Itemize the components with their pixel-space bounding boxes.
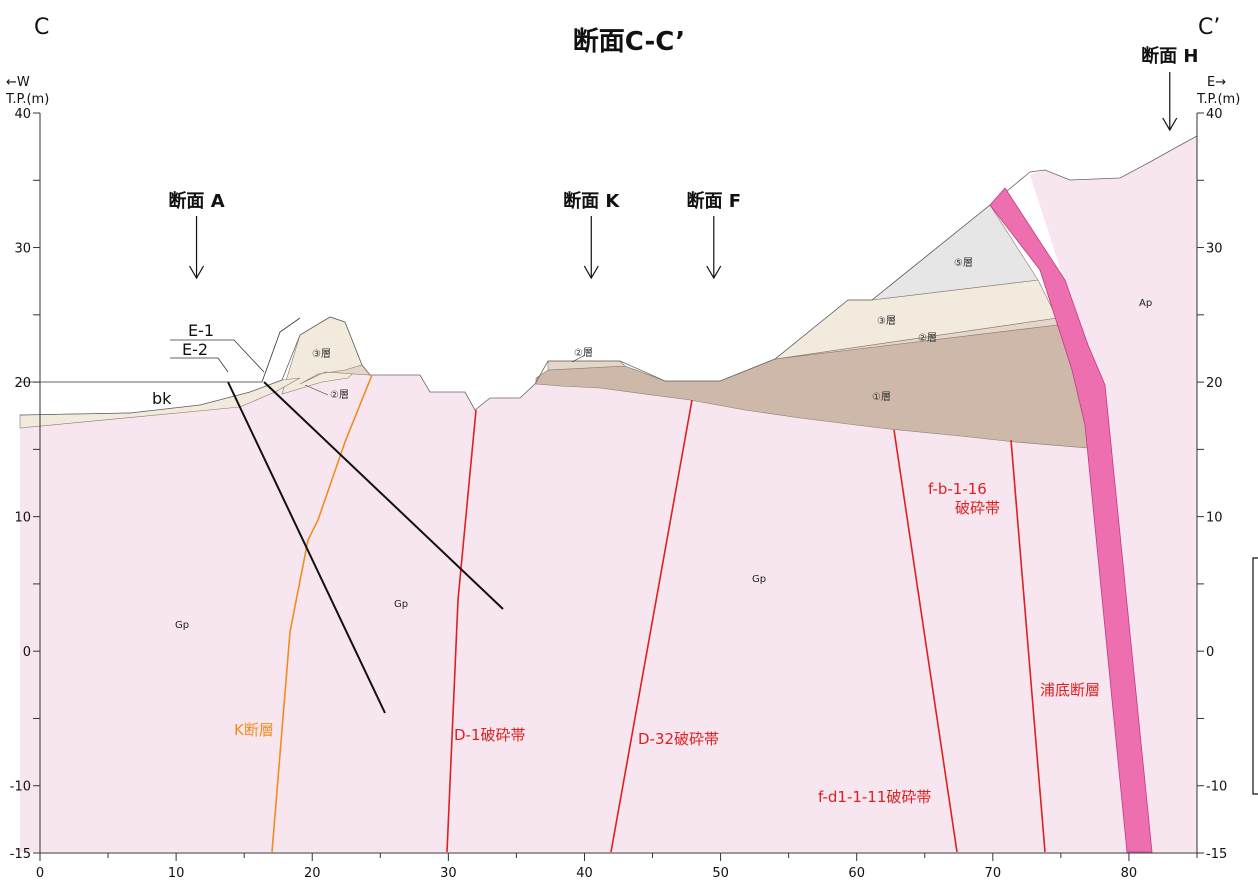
y-tick-label-right: 30: [1206, 242, 1223, 257]
layer-label-3-east: ③層: [877, 315, 896, 327]
y-tick-label-left: -10: [10, 780, 31, 795]
x-tick-label: 40: [576, 866, 593, 881]
y-tick-label-right: -15: [1206, 847, 1227, 862]
borehole-e2-line: [227, 381, 386, 714]
y-tick-label-left: 20: [14, 376, 31, 391]
section-marker-arrowhead: [1162, 117, 1178, 132]
urazoko-fault-label: 浦底断層: [1040, 681, 1100, 699]
direction-right: E→: [1207, 75, 1226, 90]
k-fault-line: [271, 374, 373, 853]
section-marker-label: 断面 A: [168, 190, 224, 212]
figure-title: 断面C-C’: [573, 26, 685, 57]
rock-label-gp-east: Gp: [752, 574, 766, 585]
bk-label: bk: [152, 389, 172, 408]
layer-label-5: ⑤層: [954, 257, 973, 269]
section-marker-arrowhead: [583, 265, 599, 280]
d32-fault-label: D-32破砕帯: [638, 730, 719, 748]
x-tick-label: 10: [168, 866, 185, 881]
d1-fault-label: D-1破砕帯: [454, 726, 526, 744]
x-tick-label: 60: [848, 866, 865, 881]
section-marker-label: 断面 K: [563, 190, 620, 212]
x-tick-label: 80: [1121, 866, 1138, 881]
bedrock-area: [20, 136, 1197, 852]
borehole-e1-leader: [170, 339, 265, 373]
fb1-fault-line: [1010, 439, 1046, 853]
axis-ticks: [33, 112, 1204, 861]
layer2-west-leader: [304, 384, 329, 396]
section-marker-arrowhead: [189, 265, 205, 280]
layer-label-2-center: ②層: [574, 347, 593, 359]
direction-left: ←W: [6, 75, 30, 90]
d1-fault-line: [446, 409, 477, 853]
unit-right: T.P.(m): [1196, 92, 1240, 107]
x-tick-label: 50: [712, 866, 729, 881]
borehole-e2-leader: [170, 357, 229, 373]
x-tick-label: 30: [440, 866, 457, 881]
y-tick-label-right: 0: [1206, 645, 1214, 660]
layer-label-2-east: ②層: [918, 332, 937, 344]
terrain-surface: [19, 135, 1198, 416]
layer2-center-leader: [571, 354, 586, 363]
section-marker-label: 断面 H: [1141, 45, 1198, 67]
urazoko-fault-zone: [989, 187, 1153, 853]
fd1-fault-label: f-d1-1-11破砕帯: [818, 788, 931, 806]
borehole-e2-label: E-2: [182, 340, 208, 359]
axis-tick-labels: 0 10 20 30 40 50 60 70 80 40 40 30 30 20 20 10 10 0 0 -10 -1…: [10, 107, 1227, 881]
y-tick-label-right: 20: [1206, 376, 1223, 391]
y-tick-label-right: 40: [1206, 107, 1223, 122]
rock-label-ap: Ap: [1139, 298, 1152, 309]
y-tick-label-left: 30: [14, 242, 31, 257]
x-tick-label: 20: [304, 866, 321, 881]
layer-label-2-west: ②層: [330, 389, 349, 401]
k-fault-label: K断層: [234, 721, 274, 739]
x-tick-label: 70: [985, 866, 1002, 881]
borehole-e1-line: [263, 381, 504, 610]
west-reference-line: [20, 317, 301, 383]
fb1-fault-label: f-b-1-16: [928, 480, 987, 498]
x-tick-label: 0: [36, 866, 44, 881]
section-marker-label: 断面 F: [687, 190, 742, 212]
rock-label-gp-west: Gp: [175, 620, 189, 631]
corner-left-label: C: [34, 15, 49, 40]
legend-box-edge: [1252, 557, 1258, 795]
y-tick-label-left: 0: [23, 645, 31, 660]
y-tick-label-right: 10: [1206, 511, 1223, 526]
fb1-fault-label-2: 破砕帯: [955, 499, 1000, 517]
d32-fault-line: [610, 399, 693, 853]
unit-left: T.P.(m): [5, 92, 49, 107]
y-tick-label-right: -10: [1206, 780, 1227, 795]
fd1-fault-line: [893, 429, 958, 853]
section-marker-arrowhead: [706, 265, 722, 280]
corner-right-label: C’: [1198, 15, 1220, 40]
y-tick-label-left: 40: [14, 107, 31, 122]
section-markers: 断面 A 断面 K 断面 F 断面 H: [168, 45, 1198, 280]
y-tick-label-left: -15: [10, 847, 31, 862]
y-tick-label-left: 10: [14, 511, 31, 526]
rock-label-gp-middle: Gp: [394, 599, 408, 610]
layer-label-3-west: ③層: [312, 348, 331, 360]
layer-label-1: ①層: [872, 391, 891, 403]
borehole-e1-label: E-1: [188, 321, 214, 340]
